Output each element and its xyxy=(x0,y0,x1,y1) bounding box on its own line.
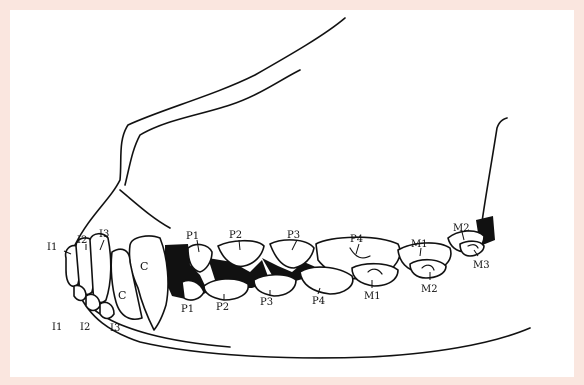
label-lower-p3: P3 xyxy=(260,297,273,308)
label-lower-m1: M1 xyxy=(364,291,381,302)
label-lower-p1: P1 xyxy=(181,304,194,315)
upper-jaw-outline xyxy=(75,18,345,245)
label-upper-i2: I2 xyxy=(77,235,87,246)
tooth-upper-i3 xyxy=(90,234,111,303)
label-lower-i2: I2 xyxy=(80,322,90,333)
tooth-lower-p2 xyxy=(204,279,248,300)
label-lower-m3: M3 xyxy=(473,260,490,271)
label-upper-i3: I3 xyxy=(99,229,109,240)
label-upper-i1: I1 xyxy=(47,242,57,253)
label-lower-canine: C xyxy=(118,289,126,302)
label-upper-p4: P4 xyxy=(350,234,363,245)
label-lower-i1: I1 xyxy=(52,322,62,333)
tooth-lower-m3 xyxy=(460,241,484,256)
label-upper-canine: C xyxy=(140,260,148,273)
label-upper-m1: M1 xyxy=(411,239,428,250)
tooth-lower-i3 xyxy=(100,302,114,318)
label-upper-m2: M2 xyxy=(453,223,470,234)
maxilla-contour xyxy=(125,70,300,185)
label-lower-i3: I3 xyxy=(110,323,120,334)
label-lower-m2: M2 xyxy=(421,284,438,295)
label-upper-p2: P2 xyxy=(229,230,242,241)
label-lower-p2: P2 xyxy=(216,302,229,313)
tooth-lower-p4 xyxy=(300,267,353,294)
rostrum-line xyxy=(120,190,170,228)
label-lower-p4: P4 xyxy=(312,296,325,307)
tooth-lower-p3 xyxy=(254,275,296,296)
tooth-lower-m1 xyxy=(352,264,398,286)
posterior-ramus-outline xyxy=(482,118,507,222)
tooth-lower-m2 xyxy=(410,260,446,278)
label-upper-p3: P3 xyxy=(287,230,300,241)
label-upper-p1: P1 xyxy=(186,231,199,242)
